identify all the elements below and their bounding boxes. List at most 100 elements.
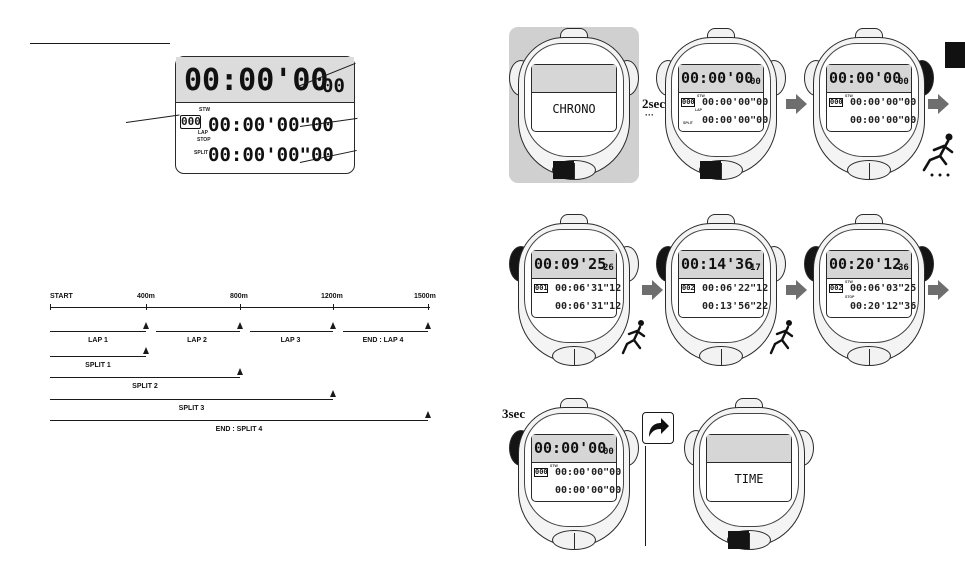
lap-arrow bbox=[143, 322, 149, 329]
distance-400m: 400m bbox=[137, 293, 155, 300]
split-arrow bbox=[330, 390, 336, 397]
screen-lap-counter: 000 bbox=[829, 98, 843, 107]
screen-band bbox=[532, 65, 616, 93]
watch-step-lap-1: 00:09'25 26 001 00:06'31"12 00:06'31"12 bbox=[509, 214, 639, 366]
watch-screen: 00:20'12 36 002 STW STOP 00:06'03"25 00:… bbox=[826, 250, 916, 318]
screen-main-time: 00:00'00 bbox=[534, 439, 607, 457]
screen-split-time: 00:06'31"12 bbox=[555, 301, 622, 312]
mini-label-stw: STW bbox=[550, 464, 558, 468]
chapter-tab-marker bbox=[945, 42, 965, 68]
split-arrow bbox=[425, 411, 431, 418]
lap-arrow bbox=[425, 322, 431, 329]
split-line-2 bbox=[50, 377, 240, 379]
split-label-2: SPLIT 2 bbox=[132, 383, 158, 390]
mini-label-lap: LAP bbox=[695, 108, 702, 112]
lcd-split-time: 00:00'00"00 bbox=[208, 144, 334, 166]
runner-start-icon bbox=[922, 133, 954, 177]
screen-split-time: 00:00'00"00 bbox=[702, 115, 769, 126]
screen-split-time: 00:00'00"00 bbox=[850, 115, 917, 126]
distance-1500m: 1500m bbox=[414, 293, 436, 300]
screen-hundredths: 36 bbox=[898, 263, 909, 273]
lap-segment-line bbox=[250, 331, 333, 333]
lap-segment-line bbox=[156, 331, 240, 333]
left-page: 00:00'00 00 STW 000 LAP STOP 00:00'00"00… bbox=[0, 0, 480, 568]
screen-lap-counter: 002 bbox=[681, 284, 695, 293]
screen-lap-time: 00:00'00"00 bbox=[555, 467, 622, 478]
lap-arrow bbox=[237, 322, 243, 329]
track-tick bbox=[240, 304, 242, 310]
watch-step-reset-hold: 00:00'00 00 000 STW 00:00'00"00 00:00'00… bbox=[509, 398, 639, 550]
watch-step-reset: 00:00'00 00 000 STW LAP 00:00'00"00 SPLI… bbox=[656, 28, 786, 180]
watch-screen: 00:09'25 26 001 00:06'31"12 00:06'31"12 bbox=[531, 250, 621, 318]
split-label-4: END : SPLIT 4 bbox=[215, 426, 263, 433]
ellipsis-icon: ··· bbox=[645, 110, 654, 120]
watch-mode-button-highlighted bbox=[727, 530, 771, 550]
watch-screen: 00:14'36 17 002 00:06'22"12 00:13'56"22 bbox=[678, 250, 768, 318]
lcd-main-hundredths: 00 bbox=[322, 75, 345, 97]
watch-step-time-mode: TIME bbox=[684, 398, 814, 550]
right-page: CHRONO 2sec ··· 00:00'00 00 000 STW LAP … bbox=[480, 0, 965, 568]
distance-start: START bbox=[50, 293, 73, 300]
lap-label-4: END : LAP 4 bbox=[362, 337, 404, 344]
mini-label-split: SPLIT bbox=[683, 121, 693, 125]
watch-screen: CHRONO bbox=[531, 64, 617, 132]
flow-arrow-icon bbox=[786, 94, 807, 114]
lcd-lap-counter: 000 bbox=[180, 115, 201, 129]
screen-lap-counter: 001 bbox=[534, 284, 548, 293]
runner-icon bbox=[621, 320, 646, 355]
lap-label-1: LAP 1 bbox=[88, 337, 108, 344]
screen-split-time: 00:13'56"22 bbox=[702, 301, 769, 312]
lcd-label-stop: STOP bbox=[197, 137, 211, 143]
screen-lap-time: 00:00'00"00 bbox=[850, 97, 917, 108]
track-tick bbox=[146, 304, 148, 310]
press-duration-3sec: 3sec bbox=[502, 406, 526, 421]
watch-mode-button-highlighted bbox=[552, 160, 596, 180]
lcd-label-lap: LAP bbox=[198, 130, 208, 136]
watch-screen: 00:00'00 00 000 STW LAP 00:00'00"00 SPLI… bbox=[678, 64, 768, 132]
watch-screen: 00:00'00 00 000 STW 00:00'00"00 00:00'00… bbox=[531, 434, 621, 502]
distance-800m: 800m bbox=[230, 293, 248, 300]
lap-label-3: LAP 3 bbox=[280, 337, 301, 344]
watch-bottom-button bbox=[552, 530, 596, 550]
screen-message: CHRONO bbox=[552, 102, 596, 116]
watch-bottom-button bbox=[847, 346, 891, 366]
screen-main-time: 00:09'25 bbox=[534, 255, 607, 273]
split-arrow bbox=[237, 368, 243, 375]
split-arrow bbox=[143, 347, 149, 354]
screen-main-time: 00:00'00 bbox=[681, 69, 754, 87]
screen-lap-time: 00:00'00"00 bbox=[702, 97, 769, 108]
lcd-main-time: 00:00'00 bbox=[184, 63, 329, 98]
screen-hundredths: 00 bbox=[750, 77, 761, 87]
screen-split-time: 00:00'00"00 bbox=[555, 485, 622, 496]
press-duration-2sec: 2sec bbox=[642, 96, 666, 111]
watch-screen: TIME bbox=[706, 434, 792, 502]
track-tick bbox=[333, 304, 335, 310]
screen-main-time: 00:14'36 bbox=[681, 255, 754, 273]
lap-segment-line bbox=[343, 331, 428, 333]
callout-line-counter bbox=[125, 114, 180, 124]
screen-split-time: 00:20'12"36 bbox=[850, 301, 917, 312]
section-title-underline bbox=[30, 43, 170, 44]
screen-lap-counter: 002 bbox=[829, 284, 843, 293]
split-label-1: SPLIT 1 bbox=[85, 362, 111, 369]
screen-hundredths: 26 bbox=[603, 263, 614, 273]
flow-arrow-icon bbox=[928, 94, 949, 114]
watch-bottom-button bbox=[699, 346, 743, 366]
screen-main-time: 00:00'00 bbox=[829, 69, 902, 87]
watch-step-lap-2: 00:14'36 17 002 00:06'22"12 00:13'56"22 bbox=[656, 214, 786, 366]
page-turn-icon bbox=[642, 412, 674, 444]
lcd-label-stw: STW bbox=[199, 107, 211, 113]
mini-label-stop: STOP bbox=[845, 295, 855, 299]
screen-lap-time: 00:06'22"12 bbox=[702, 283, 769, 294]
watch-step-start: 00:00'00 00 000 STW 00:00'00"00 00:00'00… bbox=[804, 28, 934, 180]
watch-bottom-button bbox=[847, 160, 891, 180]
screen-lap-counter: 000 bbox=[681, 98, 695, 107]
mini-label-stw: STW bbox=[697, 94, 705, 98]
lcd-label-split: SPLIT bbox=[194, 150, 209, 156]
screen-hundredths: 00 bbox=[603, 447, 614, 457]
lap-segment-line bbox=[50, 331, 146, 333]
watch-step-stop: 00:20'12 36 002 STW STOP 00:06'03"25 00:… bbox=[804, 214, 934, 366]
screen-lap-counter: 000 bbox=[534, 468, 548, 477]
screen-lap-time: 00:06'03"25 bbox=[850, 283, 917, 294]
track-tick bbox=[428, 304, 430, 310]
